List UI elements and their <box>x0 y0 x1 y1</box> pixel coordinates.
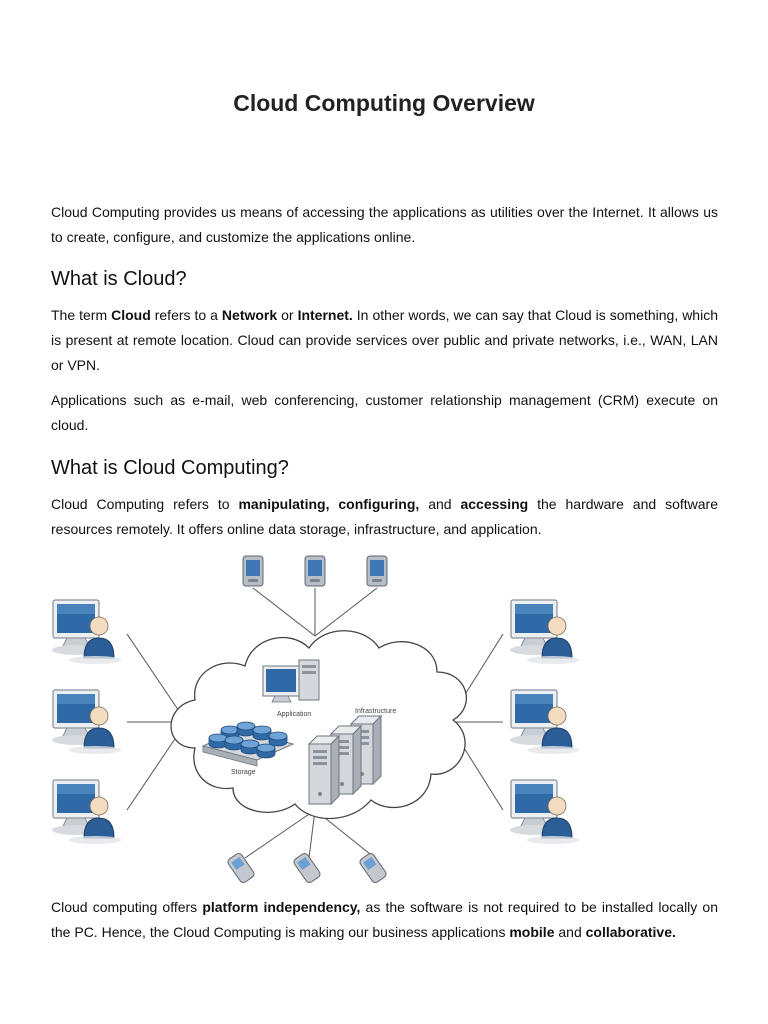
cloud-definition-paragraph: The term Cloud refers to a Network or In… <box>51 303 718 378</box>
storage-disks-icon <box>201 721 295 767</box>
pda-device-icon <box>304 555 326 587</box>
bold-term-cloud: Cloud <box>111 307 151 323</box>
intro-paragraph: Cloud Computing provides us means of acc… <box>51 204 718 245</box>
closing-paragraph: Cloud computing offers platform independ… <box>51 895 718 945</box>
user-computer-icon <box>51 689 122 755</box>
bold-term-mobile: mobile <box>509 924 555 940</box>
infrastructure-label: Infrastructure <box>355 708 396 715</box>
text-run: The term <box>51 307 112 323</box>
text-run: Cloud Computing refers to <box>51 496 239 512</box>
text-run: and <box>554 924 586 940</box>
cloud-computing-diagram: Application Infrastructure Storage <box>51 555 580 885</box>
user-computer-icon <box>509 599 580 665</box>
user-computer-icon <box>509 689 580 755</box>
mobile-phone-icon <box>291 851 323 885</box>
bold-term-internet: Internet. <box>297 307 353 323</box>
text-run: or <box>277 307 298 323</box>
text-run: refers to a <box>150 307 222 323</box>
text-run: the hardware and software resources remo… <box>51 496 719 537</box>
text-run: as the software is not required to be in… <box>51 899 718 940</box>
bold-term-collaborative: collaborative. <box>585 924 676 940</box>
text-run: Cloud computing offers <box>51 899 203 915</box>
cloud-computing-definition-paragraph: Cloud Computing refers to manipulating, … <box>51 492 718 542</box>
text-run: In other words, we can say that Cloud is… <box>51 307 718 373</box>
cloud-applications-paragraph: Applications such as e-mail, web confere… <box>51 392 718 433</box>
pda-device-icon <box>366 555 388 587</box>
pda-device-icon <box>242 555 264 587</box>
bold-term-network: Network <box>221 307 278 323</box>
user-computer-icon <box>51 779 122 845</box>
page-title: Cloud Computing Overview <box>233 90 535 116</box>
user-computer-icon <box>509 779 580 845</box>
storage-label: Storage <box>231 769 256 776</box>
bold-term-manipulating: manipulating, configuring, <box>238 496 420 512</box>
mobile-phone-icon <box>357 851 389 885</box>
bold-term-platform-independency: platform independency, <box>202 899 361 915</box>
bold-term-accessing: accessing <box>460 496 529 512</box>
mobile-phone-icon <box>225 851 257 885</box>
heading-what-is-cloud: What is Cloud? <box>51 268 187 290</box>
application-label: Application <box>277 711 311 718</box>
heading-what-is-cloud-computing: What is Cloud Computing? <box>51 457 289 479</box>
cloud-shape <box>170 630 468 820</box>
application-computer-icon <box>262 659 320 703</box>
user-computer-icon <box>51 599 122 665</box>
text-run: and <box>419 496 461 512</box>
